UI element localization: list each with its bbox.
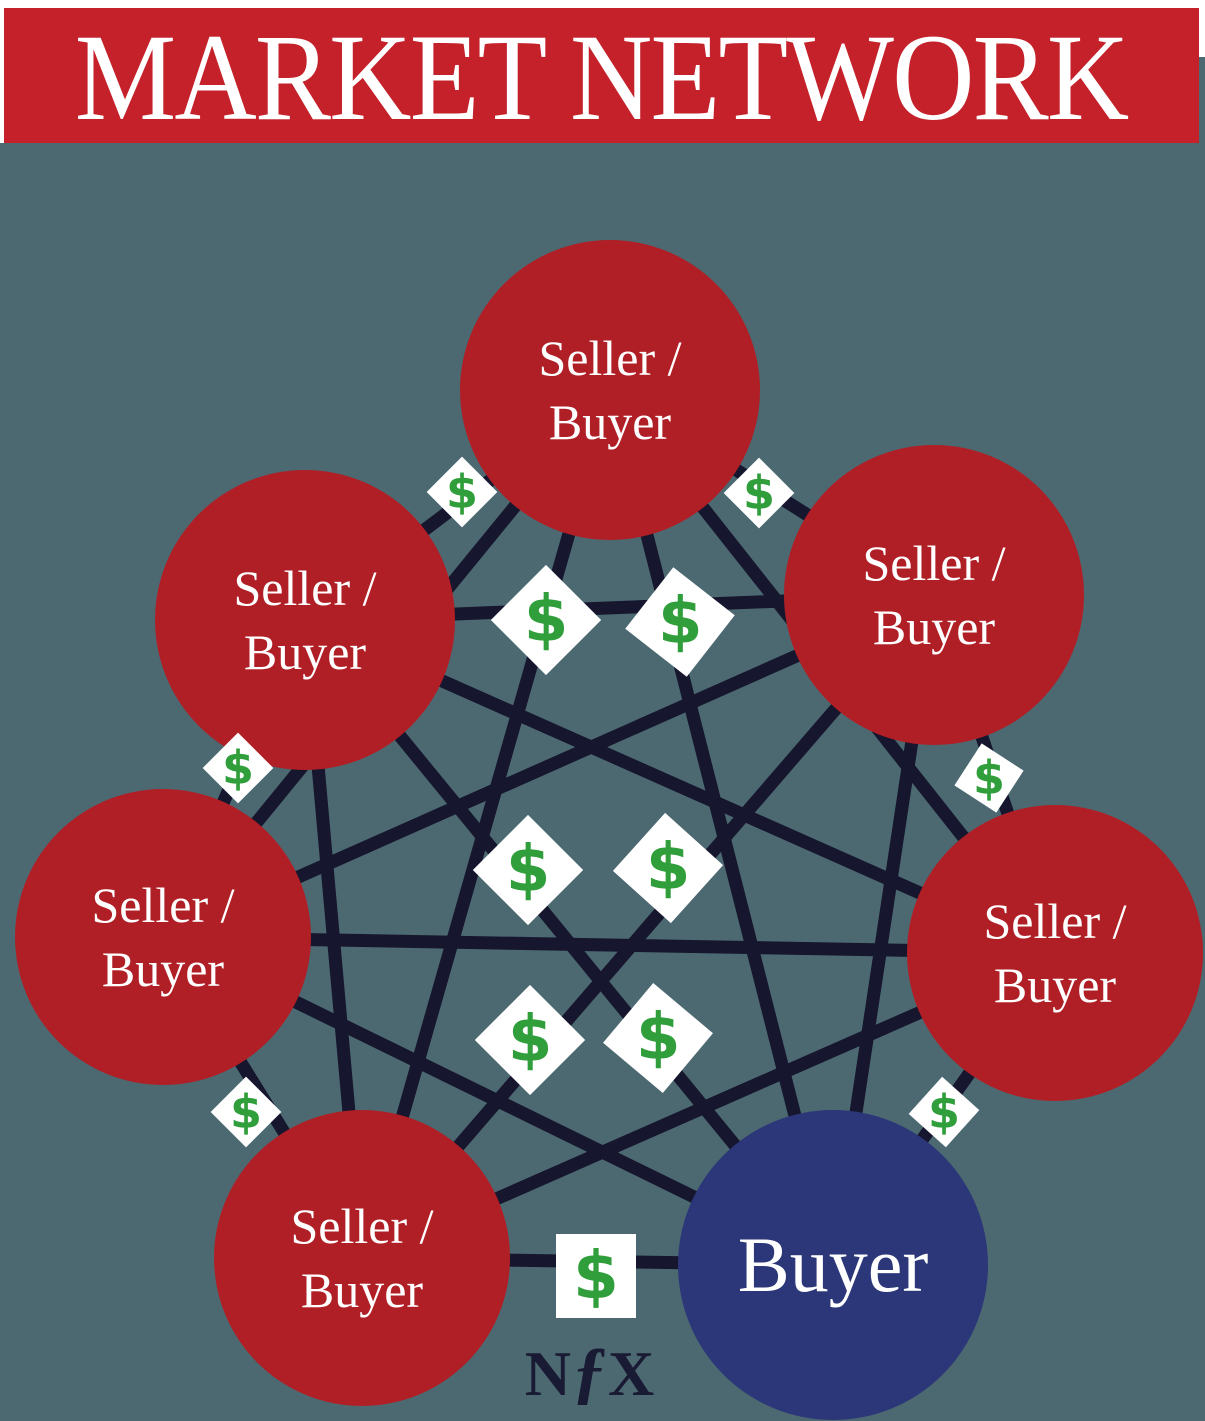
node-label: Buyer <box>993 957 1117 1013</box>
dollar-symbol: $ <box>221 740 255 795</box>
node-seller-buyer-bottom-left: Seller / Buyer <box>214 1110 510 1406</box>
nfx-logo-letter-x: X <box>608 1338 656 1409</box>
dollar-badge: $ <box>556 1234 636 1318</box>
node-seller-buyer-left: Seller / Buyer <box>15 789 311 1085</box>
node-label: Seller / <box>290 1198 434 1254</box>
nfx-logo-letter-n: N <box>524 1338 572 1409</box>
dollar-symbol: $ <box>229 1084 263 1139</box>
dollar-symbol: $ <box>742 465 776 520</box>
node-label: Buyer <box>872 599 996 655</box>
dollar-symbol: $ <box>573 1237 619 1314</box>
dollar-symbol: $ <box>507 1003 553 1077</box>
node-seller-buyer-top: Seller / Buyer <box>460 240 760 540</box>
node-label: Buyer <box>243 624 367 680</box>
node-label: Seller / <box>983 893 1127 949</box>
node-label: Seller / <box>538 330 682 386</box>
corner-patch <box>1199 57 1205 143</box>
dollar-symbol: $ <box>657 585 703 659</box>
node-seller-buyer-right: Seller / Buyer <box>907 805 1203 1101</box>
page-title: MARKET NETWORK <box>75 8 1129 146</box>
edge-line <box>355 388 617 1260</box>
edge-line <box>162 930 1056 960</box>
node-label: Seller / <box>91 877 235 933</box>
dollar-symbol: $ <box>635 1001 681 1075</box>
node-label: Buyer <box>101 941 225 997</box>
dollar-symbol: $ <box>523 583 569 657</box>
node-label: Buyer <box>737 1221 929 1309</box>
node-label: Buyer <box>300 1262 424 1318</box>
banner-strip: MARKET NETWORK <box>0 0 1205 143</box>
nfx-logo: NƒX <box>525 1338 655 1408</box>
node-seller-buyer-upper-left: Seller / Buyer <box>155 470 455 770</box>
dollar-symbol: $ <box>972 750 1006 805</box>
dollar-symbol: $ <box>645 831 691 905</box>
nfx-logo-letter-f: ƒ <box>572 1334 608 1411</box>
node-label: Seller / <box>233 560 377 616</box>
node-label: Buyer <box>548 394 672 450</box>
node-buyer: Buyer <box>678 1110 988 1420</box>
dollar-symbol: $ <box>505 833 551 907</box>
node-label: Seller / <box>862 535 1006 591</box>
dollar-symbol: $ <box>445 464 479 519</box>
node-seller-buyer-upper-right: Seller / Buyer <box>784 445 1084 745</box>
dollar-symbol: $ <box>927 1084 961 1139</box>
banner: MARKET NETWORK <box>4 8 1199 143</box>
